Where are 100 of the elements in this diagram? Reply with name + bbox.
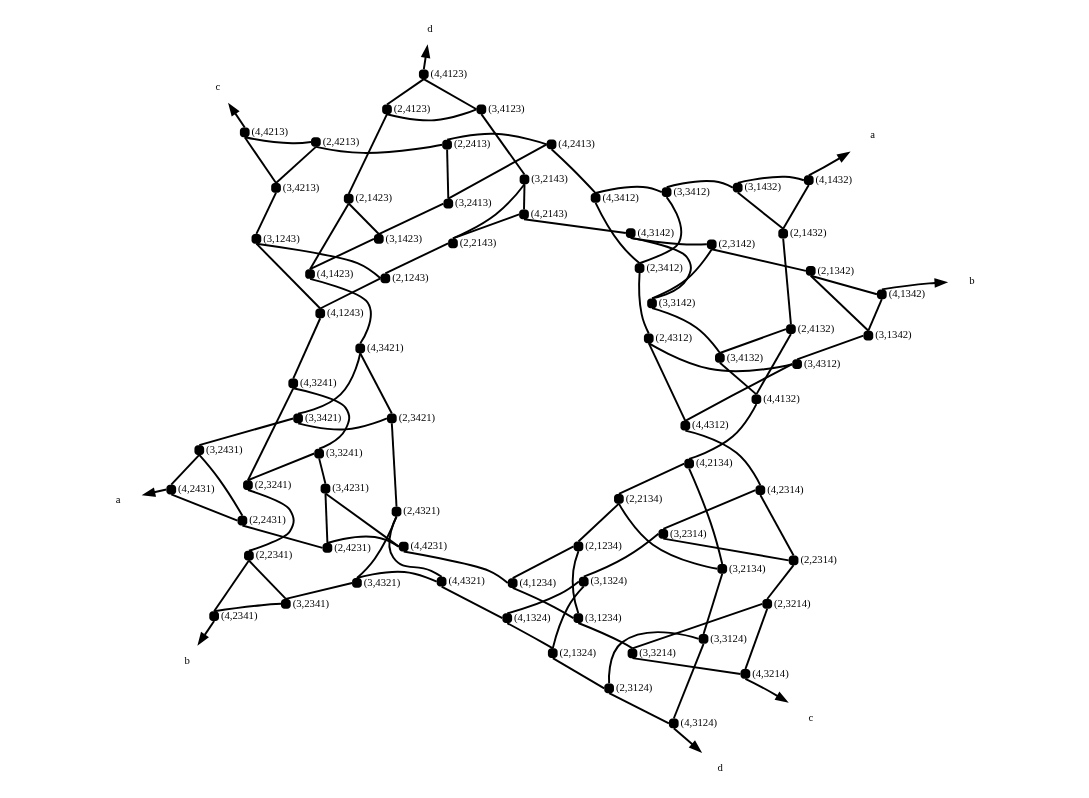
node-label: (2,2314) bbox=[799, 553, 837, 566]
node-circle bbox=[304, 269, 315, 279]
node-label: (2,4123) bbox=[393, 102, 430, 115]
node-circle bbox=[683, 458, 694, 469]
connector bbox=[866, 298, 883, 332]
node-label: (2,2341) bbox=[255, 548, 292, 561]
node-circle bbox=[547, 648, 558, 659]
node-label: (2,3241) bbox=[254, 477, 291, 490]
connector bbox=[650, 307, 721, 354]
node-label: (3,2431) bbox=[205, 442, 243, 455]
node-label: (2,1432) bbox=[789, 226, 826, 239]
connector bbox=[291, 387, 350, 450]
connector bbox=[710, 248, 807, 272]
node-label: (4,4132) bbox=[762, 391, 800, 404]
connector bbox=[631, 602, 763, 650]
node-circle bbox=[208, 611, 219, 621]
node-circle bbox=[679, 420, 690, 431]
connector bbox=[385, 108, 477, 122]
connector bbox=[576, 622, 634, 650]
node-label: (3,2134) bbox=[728, 561, 766, 574]
node-label: (3,3412) bbox=[672, 184, 710, 197]
node-label: (3,3241) bbox=[325, 446, 362, 459]
node-circle bbox=[668, 718, 679, 729]
connector bbox=[550, 148, 597, 195]
node-text: b bbox=[968, 274, 975, 287]
connector bbox=[246, 452, 315, 482]
node-label: (2,3124) bbox=[615, 681, 652, 694]
node-label: (4,1423) bbox=[316, 266, 353, 279]
node-circle bbox=[573, 541, 583, 552]
connector bbox=[781, 184, 810, 230]
connector bbox=[308, 202, 350, 271]
arrow bbox=[141, 487, 167, 497]
node-circle bbox=[441, 139, 452, 150]
node-circle bbox=[714, 353, 725, 363]
arrow bbox=[227, 102, 246, 129]
connector bbox=[607, 631, 700, 685]
node-circle bbox=[343, 193, 354, 204]
connector bbox=[240, 524, 323, 549]
connector bbox=[629, 236, 708, 246]
node-label: (3,1423) bbox=[385, 231, 422, 244]
node-label: (3,2341) bbox=[292, 596, 329, 609]
node-label: (4,2431) bbox=[177, 482, 215, 495]
node-label: (4,4231) bbox=[410, 539, 447, 552]
node-circle bbox=[270, 182, 281, 193]
connector bbox=[687, 467, 723, 565]
node-circle bbox=[634, 263, 644, 273]
node-circle bbox=[603, 683, 614, 694]
connector bbox=[212, 559, 250, 613]
connector bbox=[758, 494, 795, 557]
node-circle bbox=[287, 378, 298, 389]
connector bbox=[402, 550, 509, 585]
node-circle bbox=[280, 598, 291, 609]
node-label: (3,1342) bbox=[874, 328, 912, 341]
node-circle bbox=[239, 127, 250, 138]
connector bbox=[314, 143, 443, 154]
node-text: a bbox=[115, 493, 121, 506]
connector bbox=[291, 317, 321, 380]
node-circle bbox=[657, 528, 668, 539]
connector bbox=[795, 334, 864, 361]
node-text: b bbox=[183, 653, 190, 666]
connector bbox=[440, 585, 503, 620]
node-label: (4,1324) bbox=[513, 610, 551, 623]
connector bbox=[355, 570, 438, 583]
node-text: c bbox=[807, 711, 813, 724]
connector bbox=[582, 532, 659, 578]
connector bbox=[736, 175, 805, 184]
node-circle bbox=[165, 484, 176, 495]
node-circle bbox=[572, 613, 583, 623]
connector bbox=[390, 422, 397, 508]
node-circle bbox=[805, 265, 816, 276]
node-label: (4,3142) bbox=[637, 225, 674, 238]
node-label: (4,2341) bbox=[220, 608, 257, 621]
node-circle bbox=[322, 543, 332, 553]
connector bbox=[743, 607, 768, 671]
node-circle bbox=[320, 483, 330, 494]
connector bbox=[197, 417, 294, 447]
node-circle bbox=[590, 193, 600, 203]
connector bbox=[296, 417, 388, 431]
connector bbox=[736, 191, 784, 230]
node-text: d bbox=[717, 761, 723, 774]
node-circle bbox=[627, 648, 637, 659]
node-label: (2,4312) bbox=[655, 331, 692, 344]
node-label: (4,2314) bbox=[766, 482, 804, 495]
node-label: (4,2134) bbox=[695, 456, 732, 469]
node-label: (2,2413) bbox=[453, 137, 490, 150]
node-circle bbox=[613, 493, 624, 504]
connector bbox=[358, 352, 393, 415]
node-circle bbox=[237, 515, 247, 526]
connector bbox=[665, 180, 734, 189]
node-circle bbox=[546, 139, 556, 150]
node-label: (4,1342) bbox=[888, 287, 925, 300]
connector bbox=[781, 237, 792, 326]
node-label: (3,2413) bbox=[454, 196, 492, 209]
connector bbox=[647, 342, 793, 373]
arrow bbox=[743, 677, 789, 703]
node-circle bbox=[519, 174, 529, 185]
connector bbox=[246, 387, 294, 482]
node-circle bbox=[706, 239, 717, 250]
node-circle bbox=[501, 613, 512, 624]
node-circle bbox=[732, 182, 743, 193]
